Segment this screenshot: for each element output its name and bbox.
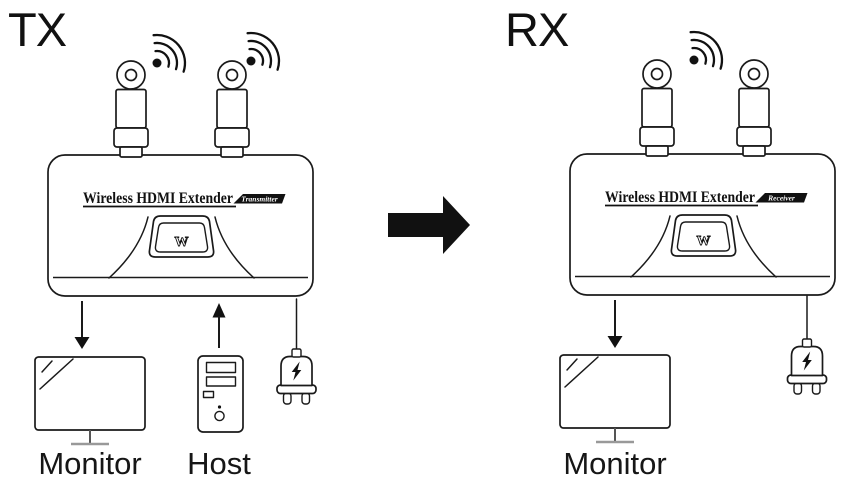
tx-device-badge: Transmitter xyxy=(241,194,277,203)
rx-w-button-label: W xyxy=(697,234,711,249)
tx-antenna-left-icon xyxy=(113,60,149,158)
tx-w-button-label: W xyxy=(175,235,189,250)
rx-device-badge: Receiver xyxy=(767,193,795,202)
rx-monitor-icon xyxy=(558,353,672,444)
rx-antenna-left-icon xyxy=(639,59,675,157)
rx-section: RX Wireless HDMI Extender Receiver W Mon… xyxy=(505,3,836,481)
tx-monitor-label: Monitor xyxy=(38,446,141,481)
host-drive-bay-1 xyxy=(205,361,237,374)
rx-section-label: RX xyxy=(505,3,569,56)
arrow-head xyxy=(212,303,226,318)
tx-antenna-right-icon xyxy=(214,60,250,158)
tx-monitor-arrow-icon xyxy=(73,300,91,350)
rx-wireless-signal-icon xyxy=(688,30,724,70)
rx-monitor-arrow-icon xyxy=(606,299,624,349)
rx-extender-device xyxy=(569,153,836,296)
rx-power-plug-icon xyxy=(786,338,828,395)
host-drive-bay-2 xyxy=(205,376,237,387)
rx-antenna-right-icon xyxy=(736,59,772,157)
tx-wireless-signal-right-icon xyxy=(245,31,281,71)
tx-monitor-icon xyxy=(33,355,147,446)
rx-monitor-label: Monitor xyxy=(563,446,666,481)
host-case xyxy=(197,355,244,433)
tx-section: TX Wireless HDMI Extender Transmitter W … xyxy=(8,3,317,481)
host-led xyxy=(217,405,222,409)
host-tower-icon xyxy=(197,355,244,433)
tx-device-title: Wireless HDMI Extender xyxy=(83,190,233,207)
host-switch xyxy=(202,390,215,399)
tx-extender-device xyxy=(47,154,314,297)
host-label: Host xyxy=(187,446,251,481)
host-up-arrow-icon xyxy=(212,303,226,348)
tx-power-plug-icon xyxy=(276,348,317,405)
tx-wireless-signal-left-icon xyxy=(151,33,187,73)
tx-section-label: TX xyxy=(8,3,67,56)
tx-to-rx-arrow-icon xyxy=(388,196,470,254)
host-power-button xyxy=(214,410,225,422)
rx-device-title: Wireless HDMI Extender xyxy=(605,189,755,206)
